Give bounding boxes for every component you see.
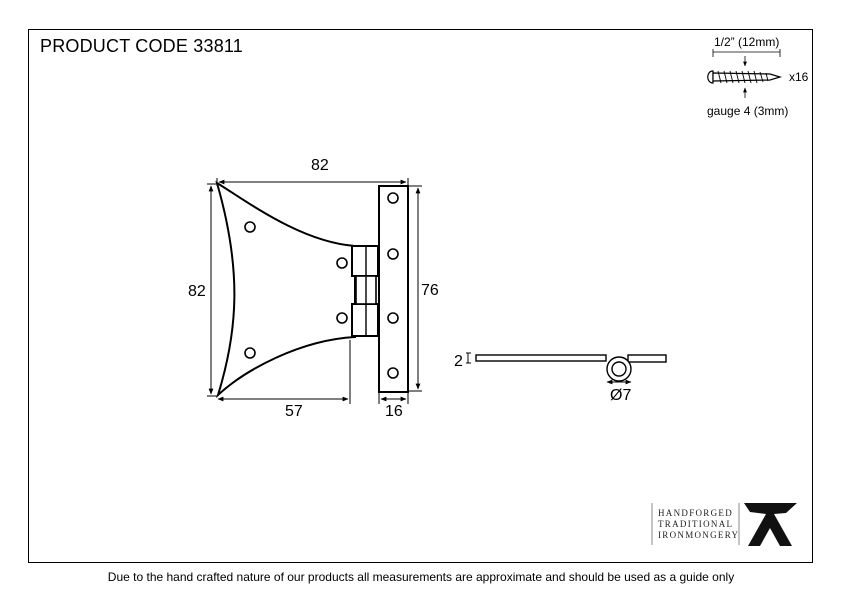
dim-plate-width: 16: [385, 403, 403, 420]
screw-hole: [244, 221, 256, 233]
screw-hole: [387, 248, 399, 260]
screw-hole: [244, 347, 256, 359]
side-leaf: [475, 354, 607, 362]
dim-leaf-lower-width: 57: [285, 403, 303, 420]
screw-length: 1/2” (12mm): [714, 35, 779, 49]
dim-leaf-height: 82: [188, 283, 206, 300]
logo-line-2: TRADITIONAL: [658, 519, 733, 529]
dimension-lines: [207, 178, 422, 404]
screw-quantity: x16: [789, 70, 809, 84]
company-logo: HANDFORGED TRADITIONAL IRONMONGERY: [651, 503, 797, 546]
screw-hole: [336, 312, 348, 324]
logo-line-3: IRONMONGERY: [658, 530, 739, 540]
hinge-side-view: [466, 352, 667, 385]
hinge-front-view: [215, 180, 409, 399]
drawing-frame: [28, 29, 813, 563]
screw-hole: [387, 192, 399, 204]
dim-thickness: 2: [454, 353, 463, 370]
dim-leaf-width: 82: [311, 157, 329, 174]
product-code: PRODUCT CODE 33811: [40, 36, 243, 56]
disclaimer: Due to the hand crafted nature of our pr…: [107, 570, 735, 584]
side-knuckle-outer: [606, 356, 632, 382]
side-plate: [627, 354, 667, 363]
hinge-plate: [378, 185, 409, 393]
dim-knuckle-diameter: Ø7: [610, 387, 631, 404]
hinge-knuckle-upper: [351, 245, 379, 277]
logo-line-1: HANDFORGED: [658, 508, 733, 518]
hinge-leaf: [215, 180, 356, 399]
screw-hole: [387, 367, 399, 379]
screw-gauge: gauge 4 (3mm): [707, 104, 788, 118]
screw-hole: [387, 312, 399, 324]
anvil-icon: [744, 503, 797, 546]
side-knuckle-inner: [611, 361, 627, 377]
screw-icon: [707, 49, 783, 98]
hinge-knuckle-lower: [351, 303, 379, 337]
screw-hole: [336, 257, 348, 269]
dim-plate-height: 76: [421, 282, 439, 299]
